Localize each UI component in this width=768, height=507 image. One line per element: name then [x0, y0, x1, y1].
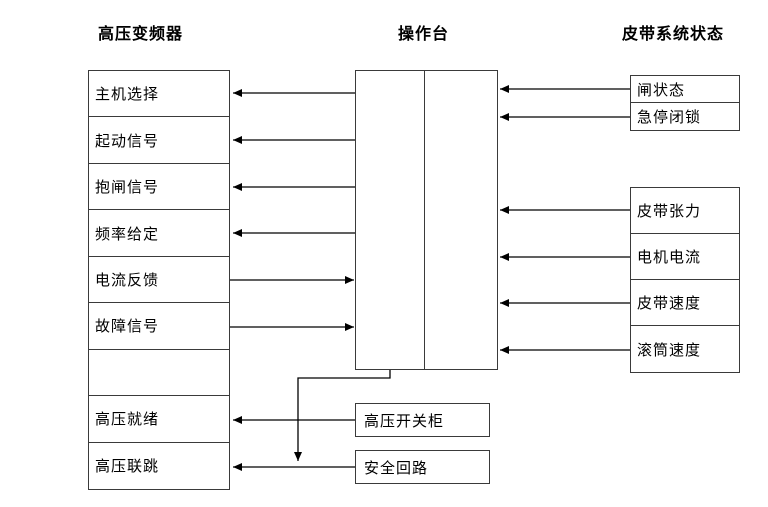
signal-row-current-feedback: 电流反馈: [89, 257, 229, 304]
header-belt-system-status: 皮带系统状态: [622, 24, 725, 43]
signal-row-start-signal: 起动信号: [89, 117, 229, 164]
belt-measurement-table: 皮带张力 电机电流 皮带速度 滚筒速度: [630, 187, 740, 373]
status-row-estop-lock: 急停闭锁: [637, 108, 702, 126]
signal-row-host-select: 主机选择: [89, 71, 229, 118]
gate-status-table: 闸状态 急停闭锁: [630, 75, 740, 131]
status-row-belt-tension: 皮带张力: [631, 188, 739, 234]
header-operator-console: 操作台: [398, 24, 450, 43]
hv-inverter-signal-table: 主机选择 起动信号 抱闸信号 频率给定 电流反馈 故障信号 高压就绪 高压联跳: [88, 70, 230, 490]
operator-console-box: [355, 70, 498, 370]
signal-row-brake-signal: 抱闸信号: [89, 164, 229, 211]
signal-row-empty: [89, 350, 229, 397]
status-row-drum-speed: 滚筒速度: [637, 340, 702, 359]
header-hv-inverter: 高压变频器: [98, 24, 184, 43]
status-row-motor-current: 电机电流: [631, 234, 739, 280]
console-divider-line: [424, 71, 425, 369]
safety-circuit-box: 安全回路: [355, 450, 490, 484]
signal-row-hv-trip: 高压联跳: [95, 457, 160, 476]
status-row-gate-state: 闸状态: [631, 76, 739, 103]
signal-row-freq-setpoint: 频率给定: [89, 210, 229, 257]
signal-row-fault-signal: 故障信号: [89, 303, 229, 350]
signal-row-hv-ready: 高压就绪: [89, 396, 229, 443]
status-row-belt-speed: 皮带速度: [631, 280, 739, 326]
hv-switchgear-box: 高压开关柜: [355, 403, 490, 437]
